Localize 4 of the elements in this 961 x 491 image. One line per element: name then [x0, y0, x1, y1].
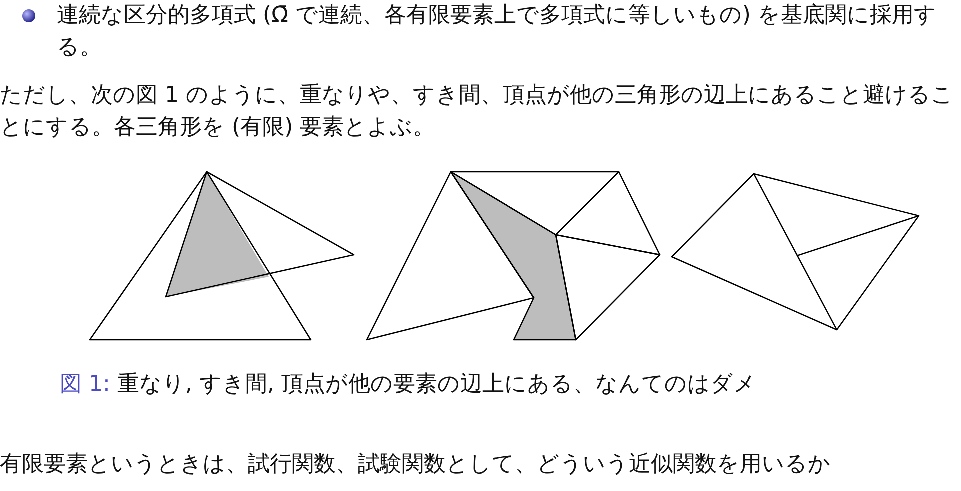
body-text: 有限要素というときは、試行関数、試験関数として、どういう近似関数を用いるか [0, 451, 832, 479]
paragraph-text: ただし、次の図 1 のように、重なりや、すき間、頂点が他の三角形の辺上にあること避けることにする。各三角形を (有限) 要素とよぶ。 [0, 82, 955, 142]
bullet-text: 連続な区分的多項式 (Ω̄ で連続、各有限要素上で多項式に等しいもの) を基底関に採用する。 [57, 2, 938, 62]
figure-caption: 図 1: 重なり, すき間, 頂点が他の要素の辺上にある、なんてのはダメ [60, 371, 756, 399]
